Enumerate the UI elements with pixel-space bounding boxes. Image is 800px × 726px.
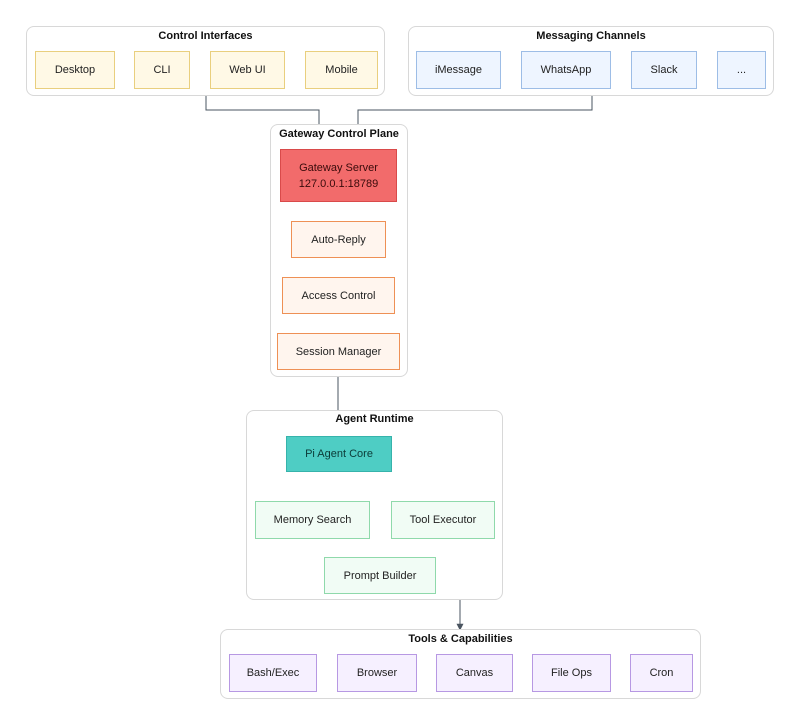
auto-reply-node[interactable]: Auto-Reply (291, 221, 386, 258)
channel-imessage[interactable]: iMessage (416, 51, 501, 89)
session-manager-node[interactable]: Session Manager (277, 333, 400, 370)
access-control-node[interactable]: Access Control (282, 277, 395, 314)
tool-executor-node[interactable]: Tool Executor (391, 501, 495, 539)
gateway-server-label: Gateway Server (299, 161, 378, 174)
prompt-builder-node[interactable]: Prompt Builder (324, 557, 436, 594)
channel-whatsapp[interactable]: WhatsApp (521, 51, 611, 89)
pi-agent-core-node[interactable]: Pi Agent Core (286, 436, 392, 472)
channel-slack[interactable]: Slack (631, 51, 697, 89)
tool-file-ops[interactable]: File Ops (532, 654, 611, 692)
interface-desktop[interactable]: Desktop (35, 51, 115, 89)
agent-runtime-title: Agent Runtime (335, 413, 414, 425)
tool-browser[interactable]: Browser (337, 654, 417, 692)
gateway-server-address: 127.0.0.1:18789 (298, 177, 379, 190)
tool-cron[interactable]: Cron (630, 654, 693, 692)
messaging-channels-title: Messaging Channels (536, 30, 646, 42)
tools-capabilities-title: Tools & Capabilities (408, 633, 513, 645)
gateway-control-plane-title: Gateway Control Plane (279, 128, 399, 140)
tool-bash-exec[interactable]: Bash/Exec (229, 654, 317, 692)
memory-search-node[interactable]: Memory Search (255, 501, 370, 539)
tool-canvas[interactable]: Canvas (436, 654, 513, 692)
gateway-server[interactable]: Gateway Server 127.0.0.1:18789 (280, 149, 397, 202)
interface-mobile[interactable]: Mobile (305, 51, 378, 89)
channel-more[interactable]: ... (717, 51, 766, 89)
interface-web-ui[interactable]: Web UI (210, 51, 285, 89)
control-interfaces-title: Control Interfaces (158, 30, 253, 42)
interface-cli[interactable]: CLI (134, 51, 190, 89)
